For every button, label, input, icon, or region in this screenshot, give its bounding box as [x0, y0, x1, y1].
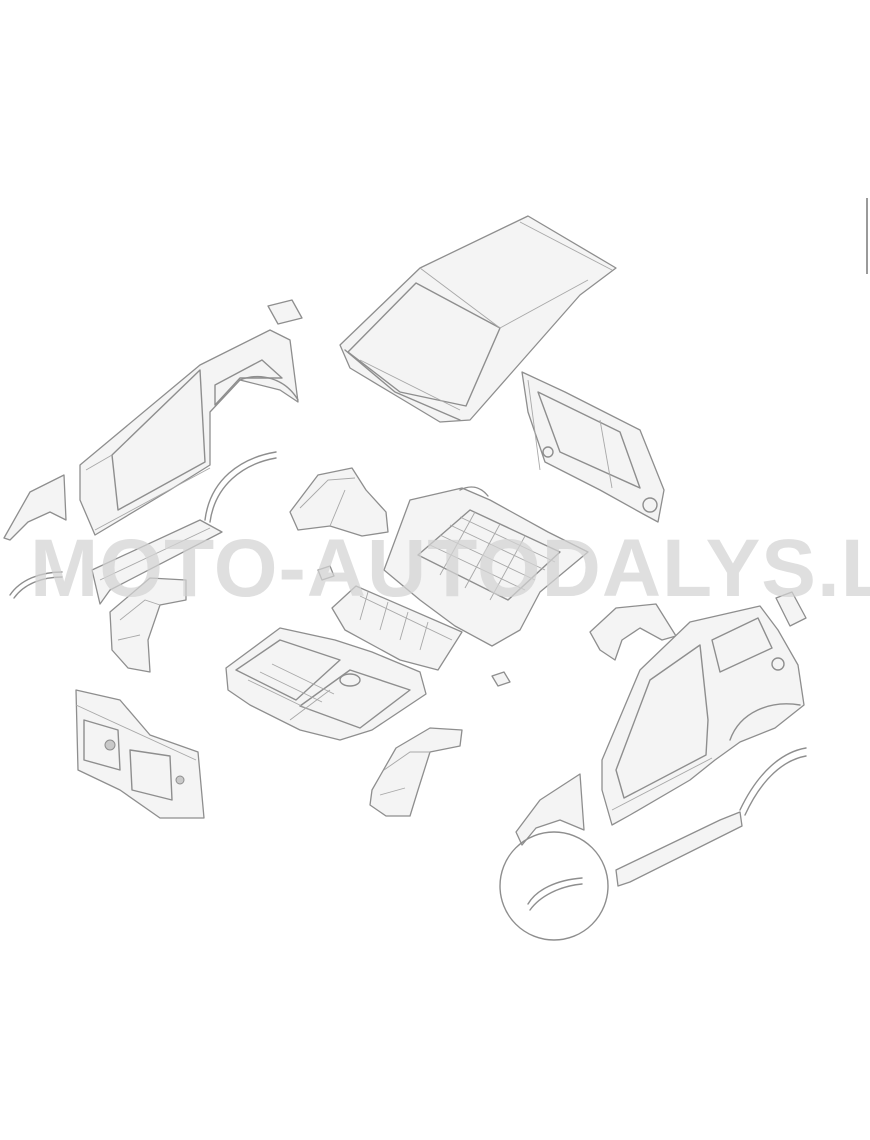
small-clip [317, 565, 335, 581]
right-rear-wheelhouse [589, 603, 677, 661]
left-wheel-arch-trim [9, 451, 277, 599]
rear-floor-pan [383, 486, 589, 647]
center-floor-crossmember [331, 585, 463, 671]
small-plate [491, 671, 511, 687]
left-body-side-panel [79, 329, 299, 536]
front-bulkhead-dash-panel [75, 689, 205, 819]
left-sill-panel [91, 519, 223, 605]
front-floor-pan [225, 627, 427, 741]
roof-panel [339, 215, 617, 423]
right-body-side-panel [601, 605, 805, 826]
left-front-wheelhouse [109, 577, 187, 673]
right-sill-panel [615, 747, 807, 887]
right-front-fender [515, 773, 585, 846]
small-bracket [267, 299, 303, 325]
watermark-text: MOTO-AUTODALYS.LT [30, 523, 870, 614]
small-corner-bracket [775, 591, 807, 627]
right-front-wheelhouse [369, 727, 463, 817]
left-front-fender [3, 474, 67, 541]
detail-circle-arch-trim [499, 831, 609, 941]
edge-line [866, 198, 868, 274]
rear-wheelhouse-bracket [289, 467, 389, 537]
rear-panel-frame [521, 371, 665, 523]
